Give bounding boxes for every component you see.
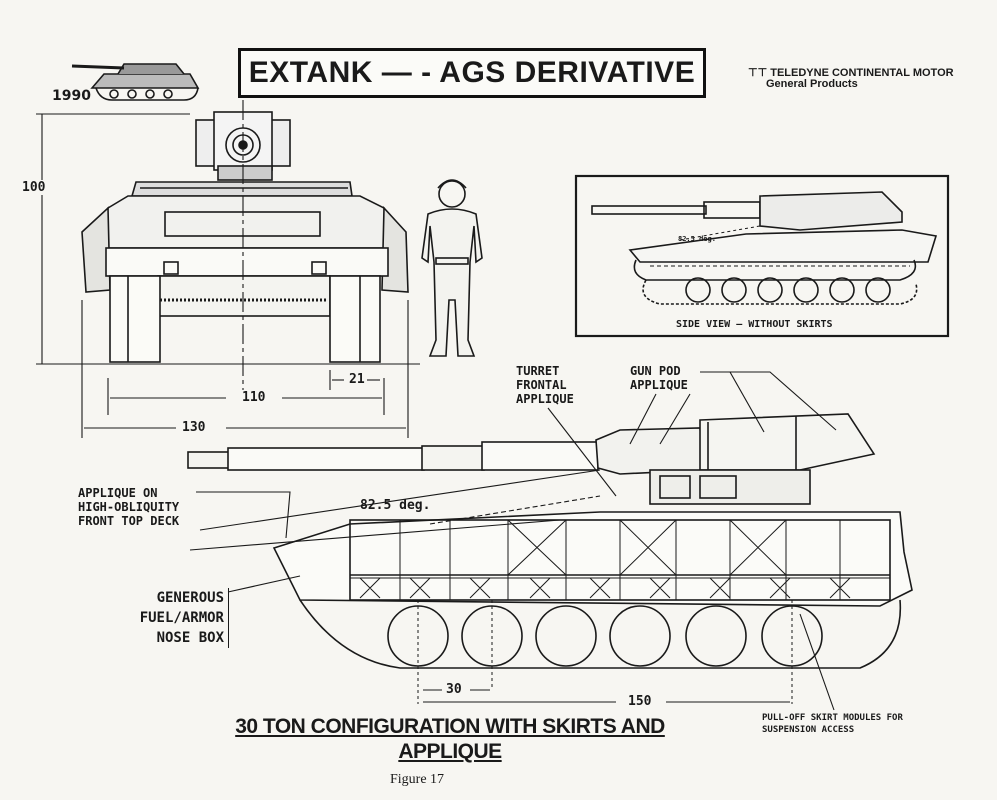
- side-view-tank: [591, 191, 938, 305]
- dim-width-outer: 130: [180, 420, 208, 435]
- dim-height: 100: [20, 180, 48, 195]
- year-label: 1990: [52, 88, 91, 104]
- company-division: General Products: [766, 78, 858, 90]
- angle-main: 82.5 deg.: [360, 498, 431, 513]
- dim-width-inner: 110: [240, 390, 268, 405]
- company-name: ⊤⊤ TELEDYNE CONTINENTAL MOTOR: [748, 67, 954, 79]
- front-dimensions: [36, 100, 420, 438]
- soldier-figure: [421, 179, 483, 357]
- dim-wheel-spacing: 30: [444, 682, 464, 697]
- main-side-view-tank: [187, 413, 913, 704]
- page-title: EXTANK — - AGS DERIVATIVE: [248, 56, 696, 89]
- side-view-frame: [574, 174, 950, 338]
- thumbnail-tank: [71, 63, 200, 101]
- side-view-caption: SIDE VIEW — WITHOUT SKIRTS: [676, 319, 833, 330]
- figure-number: Figure 17: [390, 772, 445, 787]
- dim-track: 21: [347, 372, 367, 387]
- company-logo: ⊤⊤ TELEDYNE CONTINENTAL MOTOR General Pr…: [748, 68, 954, 90]
- title-box: EXTANK — - AGS DERIVATIVE: [238, 48, 706, 98]
- front-view-tank: [81, 111, 409, 363]
- dim-length: 150: [626, 694, 654, 709]
- angle-inset: 82.5 deg.: [678, 235, 716, 243]
- callout-lines: [189, 371, 837, 711]
